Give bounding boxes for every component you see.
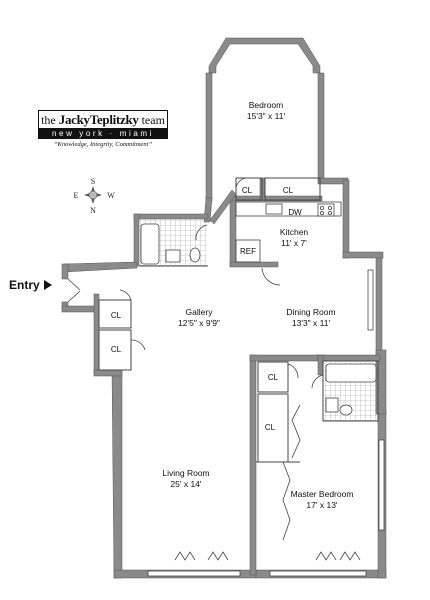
svg-text:13'3" x 11': 13'3" x 11' bbox=[292, 318, 331, 328]
entry-marker: Entry bbox=[9, 278, 52, 292]
svg-text:S: S bbox=[91, 177, 95, 186]
logo-brand: JackyTeplitzky bbox=[58, 112, 139, 127]
toilet-icon bbox=[339, 404, 353, 416]
logo-locations: new york · miami bbox=[38, 128, 168, 139]
room-kitchen: Kitchen 11' x 7' bbox=[280, 227, 309, 248]
svg-text:Living Room: Living Room bbox=[162, 468, 209, 478]
svg-text:E: E bbox=[74, 191, 79, 200]
bathroom-master bbox=[323, 361, 378, 421]
svg-text:15'3" x 11': 15'3" x 11' bbox=[247, 111, 286, 121]
closet-label-kitchen-a: CL bbox=[242, 186, 253, 195]
radiators bbox=[174, 551, 361, 561]
closet-label-gallery-b: CL bbox=[111, 345, 122, 354]
closet-label-kitchen-b: CL bbox=[283, 186, 294, 195]
dishwasher-label: DW bbox=[288, 208, 302, 217]
svg-text:17' x 13': 17' x 13' bbox=[306, 500, 338, 510]
stove-icon bbox=[317, 203, 335, 217]
svg-text:Bedroom: Bedroom bbox=[249, 100, 284, 110]
bathroom-left bbox=[139, 219, 206, 266]
refrigerator-icon bbox=[235, 239, 261, 263]
room-living: Living Room 25' x 14' bbox=[162, 468, 209, 489]
svg-text:Kitchen: Kitchen bbox=[280, 227, 309, 237]
svg-text:12'5" x 9'9": 12'5" x 9'9" bbox=[178, 318, 220, 328]
room-gallery: Gallery 12'5" x 9'9" bbox=[178, 307, 220, 328]
room-dining: Dining Room 13'3" x 11' bbox=[286, 307, 335, 328]
closet-label-master-a: CL bbox=[268, 373, 279, 382]
doors bbox=[67, 177, 324, 541]
logo-suffix: team bbox=[141, 113, 165, 127]
svg-text:Dining Room: Dining Room bbox=[286, 307, 335, 317]
bathtub-icon bbox=[325, 363, 377, 383]
svg-text:Master Bedroom: Master Bedroom bbox=[291, 489, 354, 499]
svg-text:Gallery: Gallery bbox=[186, 307, 214, 317]
windows bbox=[147, 269, 385, 577]
svg-text:25' x 14': 25' x 14' bbox=[170, 479, 202, 489]
svg-text:W: W bbox=[107, 191, 115, 200]
refrigerator-label: REF bbox=[240, 247, 256, 256]
room-bedroom: Bedroom 15'3" x 11' bbox=[247, 100, 286, 121]
toilet-icon bbox=[189, 247, 201, 263]
entry-arrow-icon bbox=[44, 280, 52, 290]
sink-icon bbox=[165, 249, 181, 263]
logo-tagline: “Knowledge, Integrity, Commitment” bbox=[53, 141, 153, 148]
bathtub-icon bbox=[140, 223, 160, 265]
kitchen-sink-icon bbox=[265, 203, 283, 215]
kitchen-fixtures bbox=[235, 201, 342, 263]
room-master-bedroom: Master Bedroom 17' x 13' bbox=[291, 489, 354, 510]
agency-logo: the JackyTeplitzky team new york · miami… bbox=[38, 110, 168, 148]
svg-text:N: N bbox=[90, 206, 96, 215]
compass-rose-icon: S N E W bbox=[74, 177, 116, 215]
svg-text:Entry: Entry bbox=[9, 278, 40, 292]
logo-wordmark: the JackyTeplitzky team bbox=[38, 110, 168, 128]
closet-label-master-b: CL bbox=[265, 423, 276, 432]
logo-prefix: the bbox=[41, 113, 56, 127]
sink-icon bbox=[325, 397, 339, 413]
svg-text:11' x 7': 11' x 7' bbox=[281, 238, 307, 248]
closet-label-gallery-a: CL bbox=[111, 311, 122, 320]
